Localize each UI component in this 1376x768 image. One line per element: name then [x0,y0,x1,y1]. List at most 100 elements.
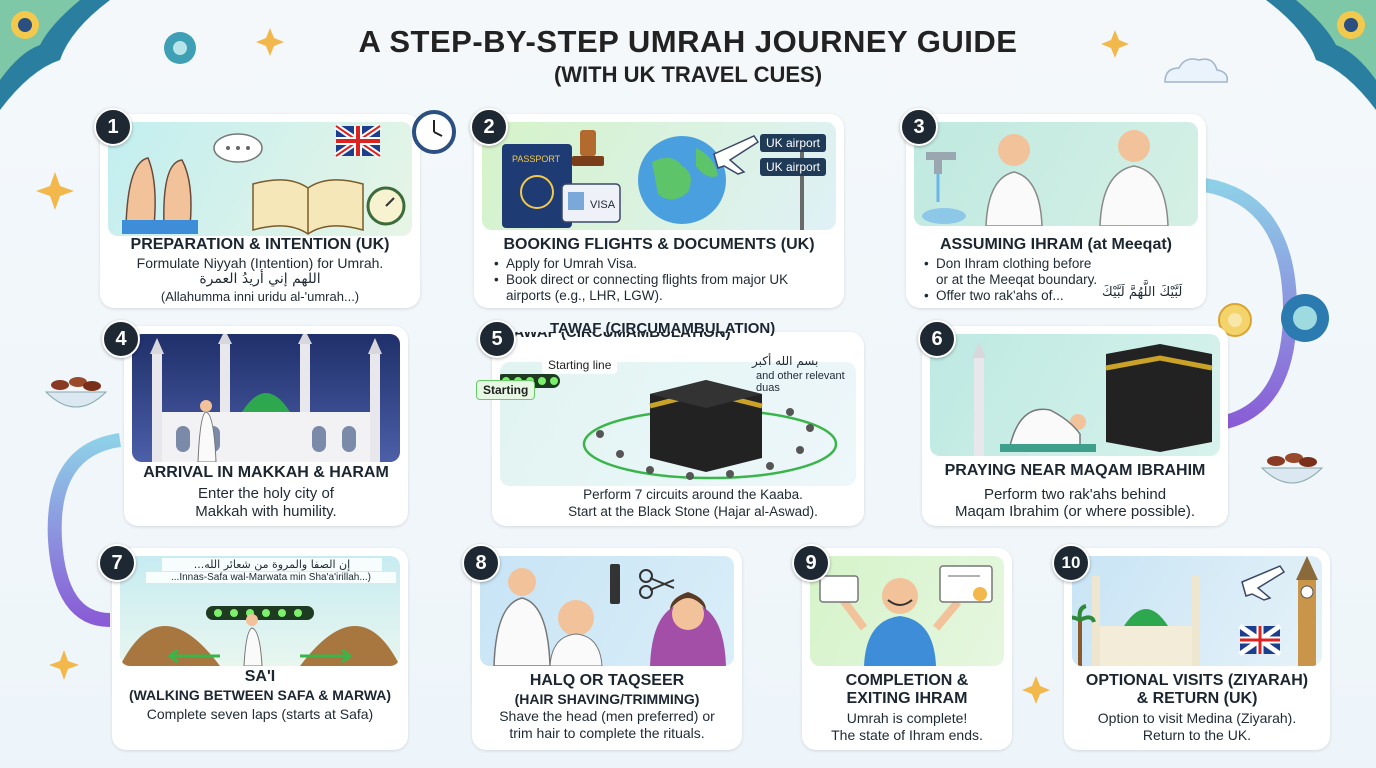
arrow-left-icon [167,648,220,664]
stamp-icon [572,130,604,166]
thought-bubble-icon [213,133,263,163]
step-8-subtitle: (HAIR SHAVING/TRIMMING) [514,691,700,707]
step-3-title: ASSUMING IHRAM (at Meeqat) [939,236,1172,253]
step-2-title: BOOKING FLIGHTS & DOCUMENTS (UK) [503,236,815,253]
step-card-2: PASSPORT VISA UK airport [474,114,844,308]
step-1-line-2: (Allahumma inni uridu al-'umrah...) [160,289,360,304]
page-title: A STEP-BY-STEP UMRAH JOURNEY GUIDE [358,24,1018,59]
step-3-badge: 3 [900,108,938,146]
step-1-arabic: اللهم إني أريدُ العمرة [199,271,321,287]
corner-ornament-icon [1266,0,1376,110]
step-card-4: ARRIVAL IN MAKKAH & HARAM Enter the holy… [124,326,408,526]
step-9-line-2: The state of Ihram ends. [831,727,983,743]
open-book-icon [252,179,364,235]
signpost-label-1: UK airport [760,134,827,152]
step-card-6: PRAYING NEAR MAQAM IBRAHIM Perform two r… [922,326,1228,526]
minaret-icon [368,338,382,462]
prostrating-person-icon [1000,408,1096,452]
step-card-9: COMPLETION & EXITING IHRAM Umrah is comp… [802,548,1012,750]
step-2-badge: 2 [470,108,508,146]
step-7-arabic: إن الصفا والمروة من شعائر الله... [162,558,382,571]
step-8-title: HALQ OR TAQSEER [529,672,685,689]
visa-label: VISA [590,199,616,211]
stopwatch-icon [366,186,406,226]
step-7-badge: 7 [98,544,136,582]
passport-icon: PASSPORT [502,144,572,228]
ihram-person-icon [1099,130,1169,226]
step-5-line-2: Start at the Black Stone (Hajar al-Aswad… [568,504,818,519]
step-4-line-1: Enter the holy city of [198,485,334,502]
step-4-illustration [132,334,400,462]
step-8-badge: 8 [462,544,500,582]
woman-icon [650,592,726,666]
passport-label: PASSPORT [512,154,561,164]
step-5-arabic: بسم الله أكبر [752,354,819,368]
step-6-title: PRAYING NEAR MAQAM IBRAHIM [944,462,1206,479]
step-4-badge: 4 [102,320,140,358]
step-7-translit: ...Innas-Safa wal-Marwata min Sha'a'iril… [146,572,396,583]
step-card-1: PREPARATION & INTENTION (UK) Formulate N… [100,114,420,308]
clock-icon [412,110,456,154]
walking-person-icon [243,614,263,666]
signpost-icon [800,152,804,230]
step-3-bullet: Don Ihram clothing before or at the Meeq… [924,256,1104,288]
step-card-10: OPTIONAL VISITS (ZIYARAH) & RETURN (UK) … [1064,548,1330,750]
step-5-title-bar: TAWAF (CIRCUMAMBULATION) [550,320,776,337]
happy-person-icon [836,578,962,666]
minaret-icon [150,338,164,462]
step-2-bullet: Book direct or connecting flights from m… [494,272,824,304]
sparkle-icon [49,650,79,680]
step-6-line-1: Perform two rak'ahs behind [983,486,1167,503]
step-1-line-1: Formulate Niyyah (Intention) for Umrah. [136,255,384,271]
praying-hands-icon [122,157,198,234]
sparkle-icon [36,172,74,210]
corner-ornament-icon [0,0,110,110]
sparkle-icon [1022,676,1050,704]
step-5-illustration [500,362,856,486]
kaaba-icon [649,380,763,472]
flow-curve-4-7 [47,433,122,627]
dates-bowl-icon [1260,453,1324,484]
green-dome-mosque-icon [1092,576,1200,666]
step-7-subtitle: (WALKING BETWEEN SAFA & MARWA) [128,687,392,703]
big-ben-icon [1296,556,1318,666]
barber-icon [493,568,551,666]
minaret-icon [218,334,232,462]
step-5-starting-line-label: Starting line [542,356,618,374]
step-2-bullet: Apply for Umrah Visa. [494,256,824,272]
step-9-title: COMPLETION & [845,672,969,689]
visa-card-icon: VISA [561,183,621,223]
page-subtitle: (WITH UK TRAVEL CUES) [553,62,823,87]
step-10-illustration [1072,556,1322,666]
comb-icon [610,564,620,604]
step-6-line-2: Maqam Ibrahim (or where possible). [954,503,1196,520]
step-8-illustration [480,556,734,666]
step-card-8: HALQ OR TAQSEER (HAIR SHAVING/TRIMMING) … [472,548,742,750]
airplane-icon [1241,565,1286,601]
step-1-badge: 1 [94,108,132,146]
step-card-7: إن الصفا والمروة من شعائر الله... ...Inn… [112,548,408,750]
step-6-badge: 6 [918,320,956,358]
step-9-subtitle: EXITING IHRAM [846,690,968,707]
step-3-bullets: Don Ihram clothing before or at the Meeq… [924,256,1104,304]
palm-tree-icon [1072,604,1096,666]
certificate-icon [939,565,993,603]
pilgrim-icon [197,400,217,462]
tap-icon [922,152,966,224]
step-5-badge: 5 [478,320,516,358]
step-4-title: ARRIVAL IN MAKKAH & HARAM [143,464,389,481]
step-3-arabic: لَبَّيْكَ اللَّهُمَّ لَبَّيْكَ [1102,285,1183,300]
signpost-label-2: UK airport [760,158,827,176]
step-10-subtitle: & RETURN (UK) [1136,690,1258,707]
airplane-icon [713,135,760,175]
step-1-illustration [108,122,412,236]
step-card-3: ASSUMING IHRAM (at Meeqat) Don Ihram clo… [906,114,1206,308]
dates-bowl-icon [44,377,108,408]
step-5-starting-sign-label: Starting [476,380,536,400]
step-6-illustration [930,334,1220,456]
star-ornament-icon [1281,294,1329,342]
step-5-title: TAWAF (CIRCUMAMBULATION) [505,332,731,341]
step-7-line-1: Complete seven laps (starts at Safa) [146,706,374,722]
step-8-line-2: trim hair to complete the rituals. [509,725,705,741]
mosque-icon [162,393,370,462]
